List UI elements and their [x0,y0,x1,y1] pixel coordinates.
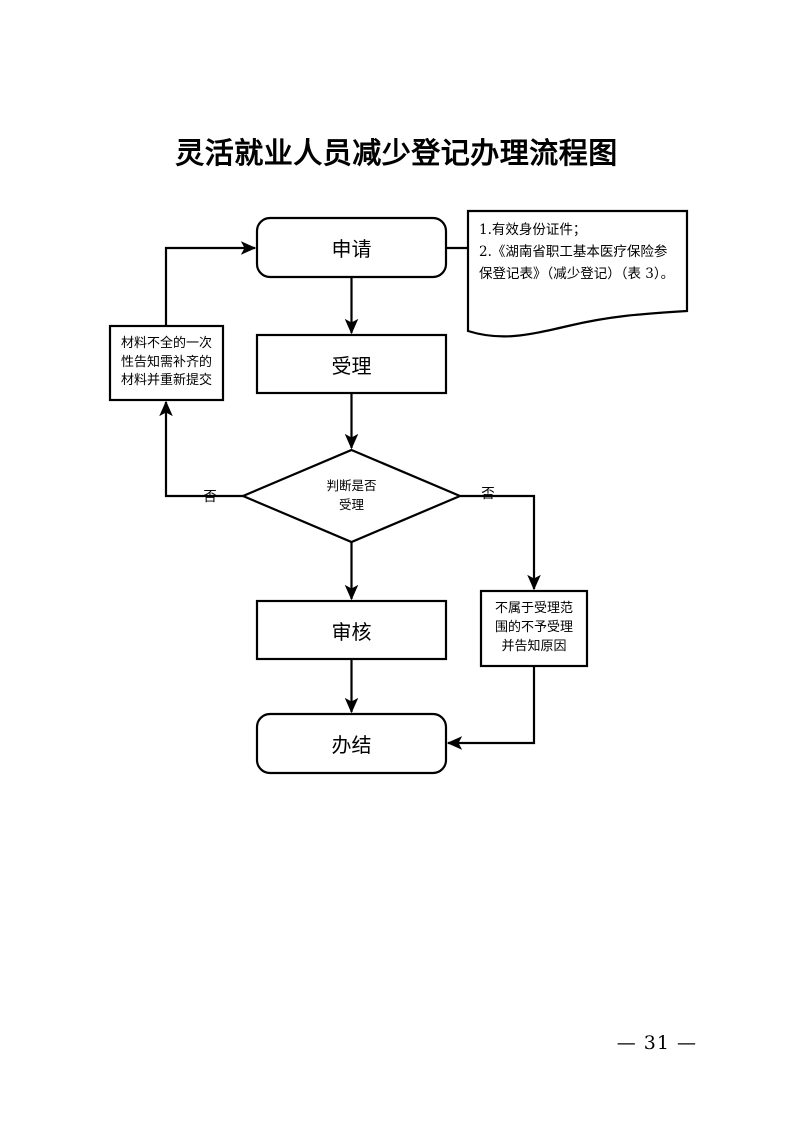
page-number: — 31 — [616,1032,697,1054]
node-requirements-note-text: 1.有效身份证件； 2.《湖南省职工基本医疗保险参 保登记表》（减少登记）（表 … [479,220,684,286]
node-requirements-note[interactable] [466,209,689,338]
edge-decision-no-to-incomplete [159,400,243,498]
edge-incomplete-to-apply [164,241,257,326]
edge-decision-no-to-reject [460,494,541,591]
node-accept[interactable] [255,333,448,395]
note-line2: 2.《湖南省职工基本医疗保险参 [479,243,668,260]
node-apply[interactable] [255,216,448,279]
node-finish[interactable] [255,712,448,775]
page-title: 灵活就业人员减少登记办理流程图 [175,136,618,170]
note-line1: 1.有效身份证件； [479,222,587,238]
note-line3: 保登记表》（减少登记）（表 3）。 [479,265,675,282]
edge-reject-to-finish [446,666,536,750]
node-decision[interactable] [240,448,463,544]
node-review[interactable] [255,599,448,661]
node-reject-out-of-scope[interactable] [479,589,589,668]
node-incomplete-materials[interactable] [108,324,225,402]
